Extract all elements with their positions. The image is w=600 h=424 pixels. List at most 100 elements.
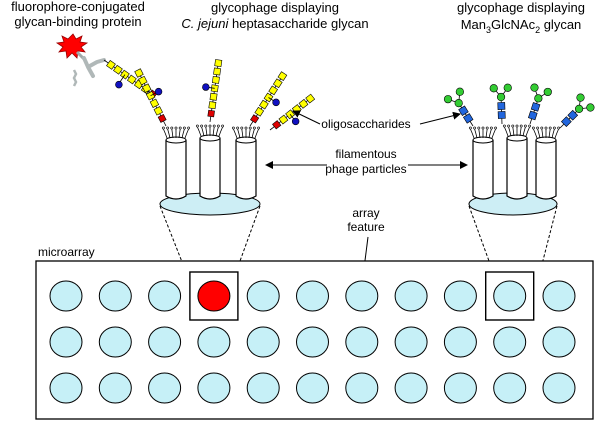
coat-protein-tip [248,126,252,130]
galnac-sugar-icon [291,104,302,114]
coat-protein-tip [212,124,216,128]
array-spot [493,372,527,404]
galnac-sugar-icon [134,68,144,78]
glcnac-sugar-icon [530,102,541,112]
mannose-sugar-icon [443,95,453,104]
coat-protein-strand [485,128,488,139]
coat-protein-tip [161,126,165,130]
array-spot [296,326,329,358]
glcnac-subscript: 2 [535,25,540,35]
microarray-label: microarray [38,245,95,259]
right-phage-cylinder-2 [506,134,528,200]
coat-protein-strand [233,128,238,139]
oligosaccharides-label: oligosaccharides [321,117,410,131]
array-spot [246,326,280,358]
coat-protein-tip [494,126,498,130]
coat-protein-tip [557,126,561,130]
coat-protein-tip [166,126,170,130]
man-text: Man [461,17,486,32]
coat-protein-tip [502,124,506,128]
left-phage-species: C. jejuni [181,16,229,31]
coat-protein-strand [205,126,208,137]
array-spot [49,326,83,358]
coat-protein-strand [508,126,512,137]
coat-protein-tip [221,124,225,128]
feature-highlight-box [485,271,535,321]
coat-protein-strand [554,128,559,139]
array-spot [542,280,576,312]
array-spot [345,326,379,358]
highlighted-features [189,271,535,321]
glycan-binding-protein-icon [82,56,106,78]
glucose-branch-icon [202,83,210,91]
glucose-branch-icon [154,87,163,96]
right-phage-label-line1: glycophage displaying [457,0,585,15]
coat-protein-tip [240,126,244,130]
mannose-sugar-icon [503,83,512,92]
coat-protein-tip [174,126,178,130]
glcnac-sugar-icon [462,113,474,124]
coat-protein-strand [533,128,538,139]
array-spot [394,280,428,312]
galnac-sugar-icon [211,75,220,84]
mannose-sugar-icon [496,92,506,102]
glycan-backbone [529,98,539,125]
glucose-branch-icon [115,80,123,89]
glcnac-sugar-icon [497,102,506,110]
glcnac-sugar-icon [497,111,506,119]
array-feature-label-line2: feature [347,220,385,234]
galnac-sugar-icon [138,75,148,86]
coat-protein-tip [216,124,220,128]
coat-protein-tip [544,126,548,130]
galnac-sugar-icon [272,78,283,89]
galnac-sugar-icon [106,60,116,70]
coat-protein-tip [524,124,527,128]
right-phage-cylinder-1 [472,136,494,200]
mannose-sugar-icon [576,93,585,102]
galnac-sugar-icon [254,106,265,117]
galnac-sugar-icon [298,98,309,109]
galnac-sugar-icon [278,114,289,125]
coat-protein-strand [519,126,522,137]
array-spot [443,372,477,404]
coat-protein-strand [248,128,251,139]
coat-protein-strand [178,128,181,139]
mannose-sugar-icon [543,87,552,97]
array-spot [493,280,527,312]
array-spot [345,280,379,312]
coat-protein-tip [231,126,235,130]
linker-sugar-icon [272,120,282,130]
oligosaccharides-left-arrow [292,110,321,125]
array-spot [246,372,280,404]
right-phage-label-line2: Man3GlcNAc2 glycan [461,17,582,35]
man3glcnac2-glycans [443,83,595,129]
right-phage-particles [468,124,561,216]
coat-protein-tip [204,124,208,128]
coat-protein-tip [208,124,212,128]
right-glycan-word: glycan [540,17,581,32]
coat-protein-tip [532,126,535,130]
galnac-sugar-icon [268,85,278,96]
mannose-sugar-icon [534,94,543,103]
coat-protein-strand [504,126,509,137]
coat-protein-tip [252,126,256,130]
array-spot [345,372,379,404]
coat-protein-tip [540,126,544,130]
mannose-sugar-icon [455,87,464,96]
galnac-sugar-icon [263,92,274,103]
coat-protein-strand [491,128,496,139]
coat-protein-tip [468,126,472,130]
coat-protein-tip [536,126,540,130]
coat-protein-strand [488,128,492,139]
coat-protein-tip [481,126,485,130]
galnac-sugar-icon [113,64,123,75]
coat-protein-strand [474,128,478,139]
coat-protein-strand [478,128,481,139]
glycan-backbone [559,108,580,129]
coat-protein-strand [548,128,551,139]
coat-protein-strand [163,128,168,139]
bound-array-spot [197,280,231,312]
coat-protein-tip [528,124,532,128]
galnac-sugar-icon [208,101,217,110]
